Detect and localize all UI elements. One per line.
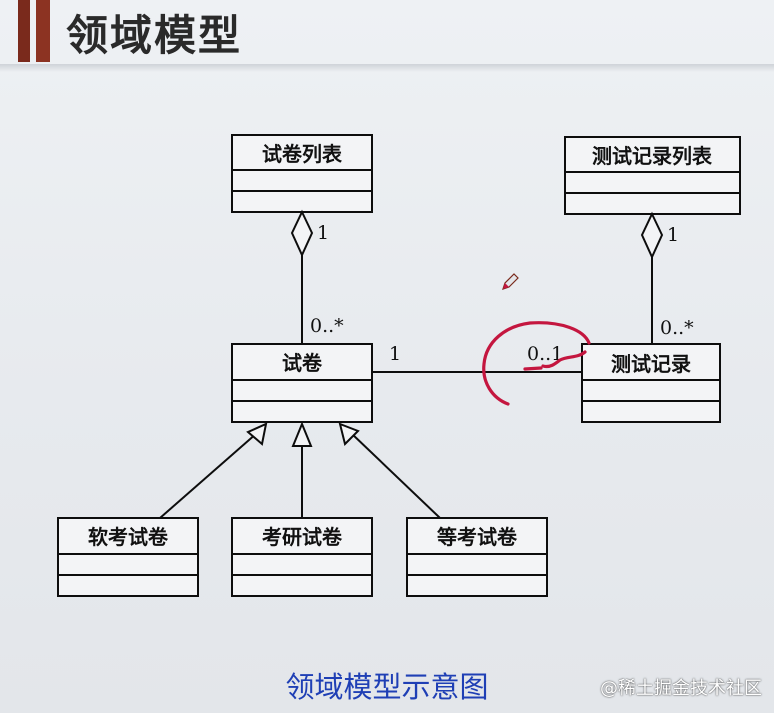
class-box-level-exam [406,517,548,597]
multiplicity-exam-agg-end: 0..* [310,315,344,337]
title-divider [0,64,774,72]
page-title: 领域模型 [66,11,243,60]
multiplicity-record-list-end: 1 [667,224,679,246]
pencil-cursor-icon [502,273,519,290]
class-box-record [581,343,721,423]
class-name-level-exam: 等考试卷 [437,525,518,549]
watermark: @稀土掘金技术社区 [600,678,762,699]
handwritten-annotation-circle [482,321,591,406]
class-name-record-list: 测试记录列表 [592,144,713,168]
title-accent-bar-right [36,0,50,62]
class-name-grad-exam: 考研试卷 [262,525,343,549]
class-name-record: 测试记录 [611,352,691,376]
class-name-exam-list: 试卷列表 [262,142,343,166]
aggregation-diamond-icon [290,209,314,258]
multiplicity-exam-assoc-end: 1 [389,343,401,365]
generalization-level-exam [338,422,441,519]
diagram-caption: 领域模型示意图 [285,670,489,704]
inheritance-arrow-icon [291,421,313,447]
multiplicity-exam-list-end: 1 [317,222,329,244]
multiplicity-record-agg-end: 0..* [660,317,694,339]
generalization-grad-exam [291,421,313,518]
inheritance-arrow-icon [338,422,360,446]
class-box-soft-exam [57,517,199,597]
inheritance-arrow-icon [246,422,268,446]
aggregation-record-list-record [640,211,664,344]
title-accent-bars [18,0,58,62]
aggregation-diamond-icon [640,211,664,260]
aggregation-exam-list-exam [290,209,314,344]
class-box-grad-exam [231,517,373,597]
generalization-soft-exam [159,422,268,519]
class-name-exam: 试卷 [282,351,323,375]
class-name-soft-exam: 软考试卷 [88,525,169,549]
multiplicity-record-assoc-end: 0..1 [527,343,563,365]
title-accent-bar-left [18,0,30,62]
